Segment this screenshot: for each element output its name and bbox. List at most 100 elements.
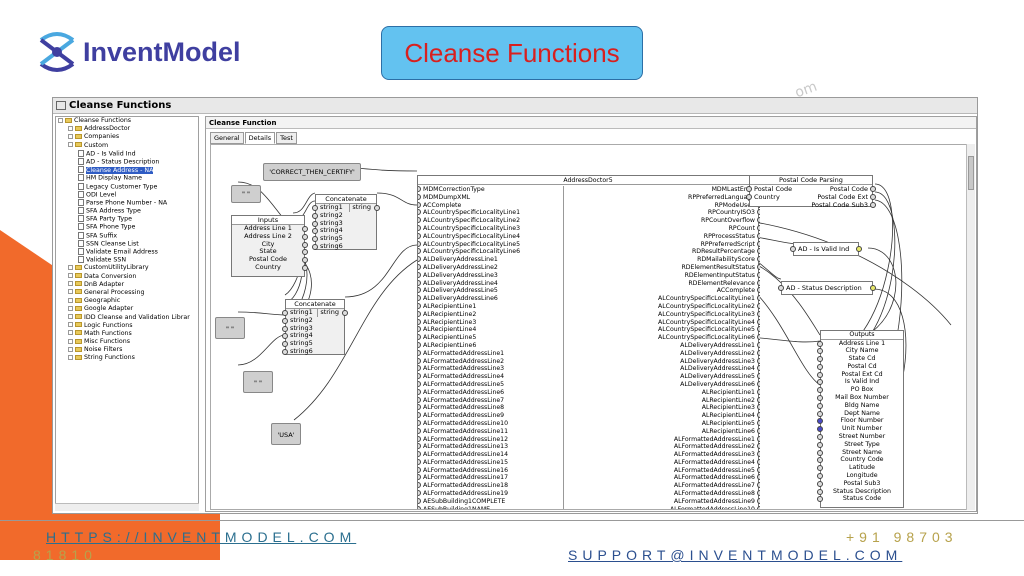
port-dot[interactable] [757,287,760,294]
output-row[interactable]: Postal Sub3 [817,480,903,488]
port-dot[interactable] [817,480,823,487]
expand-toggle-icon[interactable] [68,281,73,287]
port-dot[interactable] [418,490,421,497]
port-dot[interactable] [817,410,823,417]
tree-item[interactable]: Validate Email Address [56,248,198,256]
port-dot[interactable] [418,373,421,380]
tree-item[interactable]: DnB Adapter [56,281,198,289]
port-dot[interactable] [418,201,421,208]
port-dot[interactable] [418,302,421,309]
tab-test[interactable]: Test [276,132,297,144]
port-dot[interactable] [757,263,760,270]
tree-item[interactable]: Custom [56,142,198,150]
port-dot[interactable] [757,224,760,231]
port-dot[interactable] [870,186,876,192]
addressdoctor-input-row[interactable]: ALFormattedAddressLine11 [418,427,563,436]
port-dot[interactable] [817,379,823,386]
addressdoctor-output-row[interactable]: ALCountrySpecificLocalityLine5 [564,326,760,334]
port-dot[interactable] [757,419,760,426]
output-row[interactable]: Is Valid Ind [817,378,903,386]
port-dot[interactable] [757,490,760,497]
port-dot[interactable] [757,396,760,403]
addressdoctor-input-row[interactable]: MDMDumpXML [418,193,563,202]
port-dot[interactable] [418,451,421,458]
addressdoctor-input-row[interactable]: ALFormattedAddressLine1 [418,349,563,358]
port-dot[interactable] [418,232,421,239]
addressdoctor-input-row[interactable]: ALCountrySpecificLocalityLine4 [418,232,563,241]
port-dot[interactable] [282,310,288,316]
tree-item[interactable]: SFA Phone Type [56,223,198,231]
addressdoctor-output-row[interactable]: ALRecipientLine2 [564,396,760,405]
port-dot[interactable] [418,427,421,434]
port-dot[interactable] [757,443,760,450]
addressdoctor-output-row[interactable]: RPCountryISO3 [564,209,760,217]
tree-item[interactable]: Validate SSN [56,256,198,264]
addressdoctor-input-row[interactable]: ALFormattedAddressLine2 [418,357,563,366]
port-dot[interactable] [418,240,421,247]
port-dot[interactable] [757,365,760,372]
port-dot[interactable] [342,310,348,316]
addressdoctor-output-row[interactable]: ALRecipientLine5 [564,419,760,428]
addressdoctor-output-row[interactable]: ALDeliveryAddressLine6 [564,380,760,389]
addressdoctor-input-row[interactable]: ALRecipientLine5 [418,334,563,342]
port-dot[interactable] [746,186,752,192]
output-row[interactable]: Floor Number [817,417,903,425]
port-dot[interactable] [312,220,318,227]
port-dot[interactable] [418,209,421,216]
tree-item[interactable]: HM Display Name [56,174,198,182]
expand-toggle-icon[interactable] [68,289,73,295]
expand-toggle-icon[interactable] [68,346,73,352]
scroll-thumb[interactable] [968,156,974,190]
input-row[interactable]: State [232,247,308,256]
port-dot[interactable] [418,295,421,302]
addressdoctor-input-row[interactable]: MDMCorrectionType [418,186,563,194]
port-dot[interactable] [418,396,421,403]
port-dot[interactable] [418,458,421,465]
port-dot[interactable] [418,287,421,294]
port-dot[interactable] [418,248,421,255]
tree-item[interactable]: CustomUtilityLibrary [56,264,198,272]
port-dot[interactable] [757,466,760,473]
tree-item[interactable]: Companies [56,133,198,141]
port-dot[interactable] [282,341,288,348]
port-dot[interactable] [418,193,421,200]
tree-item[interactable]: SFA Address Type [56,207,198,215]
tree-item[interactable]: AD - Is Valid Ind [56,149,198,158]
port-dot[interactable] [817,473,823,480]
addressdoctor-input-row[interactable]: AESubBuilding1NAME [418,505,563,509]
addressdoctor-output-row[interactable]: ALFormattedAddressLine3 [564,451,760,459]
addressdoctor-input-row[interactable]: ALRecipientLine4 [418,326,563,334]
concat-input-row[interactable]: string5 [312,234,376,243]
port-dot[interactable] [817,402,823,409]
port-dot[interactable] [757,412,760,419]
addressdoctor-output-row[interactable]: RPModeUsed [564,201,760,210]
addressdoctor-output-row[interactable]: ALRecipientLine4 [564,412,760,420]
port-dot[interactable] [418,505,421,509]
expand-toggle-icon[interactable] [68,264,73,270]
port-dot[interactable] [757,435,760,442]
addressdoctor-input-row[interactable]: ALFormattedAddressLine18 [418,482,563,490]
output-row[interactable]: Status Description [817,488,903,496]
port-dot[interactable] [302,264,308,271]
port-dot[interactable] [418,279,421,286]
tree-item[interactable]: Misc Functions [56,338,198,346]
port-dot[interactable] [418,419,421,426]
port-dot[interactable] [817,387,823,394]
port-dot[interactable] [282,325,288,332]
port-dot[interactable] [817,356,823,363]
expand-toggle-icon[interactable] [68,297,73,303]
tree-item[interactable]: Cleanse Address - NA [56,166,198,174]
port-dot[interactable] [757,302,760,309]
addressdoctor-input-row[interactable]: ACComplete [418,201,563,210]
concat-input-row[interactable]: string3 [282,324,344,333]
concat-input-row[interactable]: string2 [282,316,344,325]
port-dot[interactable] [757,217,760,224]
expand-toggle-icon[interactable] [68,142,73,148]
port-dot[interactable] [757,341,760,348]
port-dot[interactable] [418,263,421,270]
port-dot[interactable] [757,427,760,434]
port-dot[interactable] [302,249,308,256]
